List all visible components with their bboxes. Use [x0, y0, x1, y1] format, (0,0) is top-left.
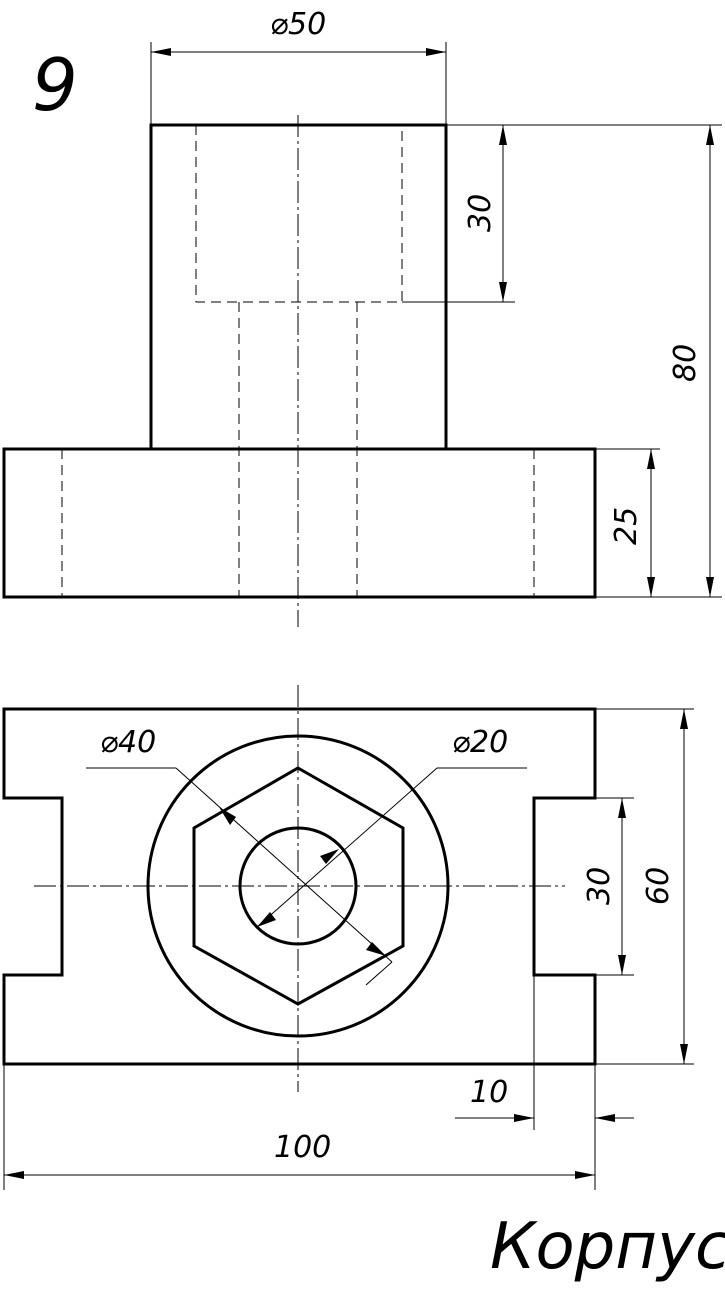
sheet-number: 9 [32, 43, 78, 127]
arrowhead [499, 125, 507, 145]
dim-counterbore-depth: 30 [463, 194, 498, 232]
arrowhead [320, 849, 339, 864]
dim-boss-diameter: ⌀50 [270, 7, 326, 42]
top-view: ⌀40 ⌀20 30 60 10 100 [2, 685, 694, 1190]
dim-total-height: 80 [668, 344, 703, 382]
dim-overall-length: 100 [274, 1130, 331, 1165]
dim-slot-width: 30 [582, 867, 617, 905]
arrowhead [680, 709, 688, 729]
arrowhead [618, 798, 626, 818]
dim-outer-circle: ⌀40 [100, 725, 156, 760]
arrowhead [499, 282, 507, 302]
dim-overall-depth: 60 [641, 867, 676, 905]
part-title: Корпус [490, 1210, 725, 1284]
dim-slot-depth: 10 [470, 1075, 508, 1110]
arrowhead [257, 912, 276, 927]
arrowhead [366, 942, 386, 956]
front-view: ⌀50 30 80 25 [2, 7, 722, 627]
arrowhead [706, 125, 714, 145]
arrowhead [219, 807, 236, 825]
dim-bore: ⌀20 [452, 725, 508, 760]
arrowhead [426, 48, 446, 56]
leader-line [365, 961, 393, 986]
arrowhead [595, 1114, 615, 1122]
counterbore-hidden [195, 125, 403, 303]
leader-line [255, 767, 438, 929]
arrowhead [680, 1044, 688, 1064]
arrowhead [151, 48, 171, 56]
arrowhead [618, 955, 626, 975]
arrowhead [4, 1171, 24, 1179]
arrowhead [647, 449, 655, 469]
arrowhead [514, 1114, 534, 1122]
base-outline [2, 447, 597, 599]
leader-line [175, 767, 393, 963]
arrowhead [575, 1171, 595, 1179]
dim-base-height: 25 [609, 507, 644, 545]
arrowhead [647, 577, 655, 597]
arrowhead [706, 577, 714, 597]
